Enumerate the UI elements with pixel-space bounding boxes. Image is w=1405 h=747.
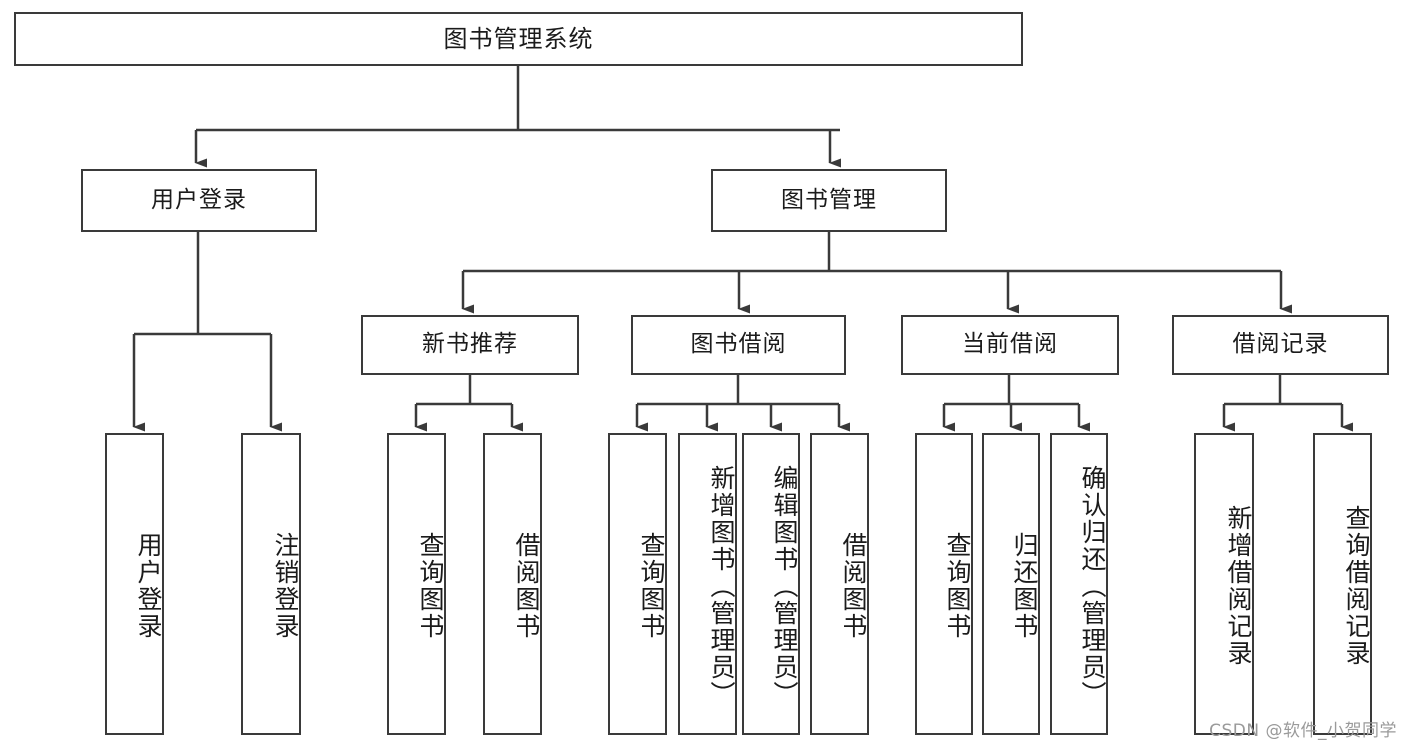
node-user-login[interactable]: 用户登录 xyxy=(81,169,317,232)
node-root[interactable]: 图书管理系统 xyxy=(14,12,1023,66)
node-borrow-record[interactable]: 借阅记录 xyxy=(1172,315,1389,375)
leaf-label: 查询图书 xyxy=(416,532,445,640)
node-book-management[interactable]: 图书管理 xyxy=(711,169,947,232)
leaf-label: 借阅图书 xyxy=(512,532,541,640)
leaf-query-book-borrow[interactable]: 查询图书 xyxy=(608,433,667,735)
leaf-label: 查询图书 xyxy=(943,532,972,640)
leaf-logout[interactable]: 注销登录 xyxy=(241,433,301,735)
leaf-user-login[interactable]: 用户登录 xyxy=(105,433,164,735)
leaf-confirm-return-admin[interactable]: 确认归还（管理员） xyxy=(1050,433,1108,735)
leaf-label: 编辑图书（管理员） xyxy=(770,464,799,708)
leaf-label: 归还图书 xyxy=(1010,532,1039,640)
leaf-query-book-newbook[interactable]: 查询图书 xyxy=(387,433,446,735)
leaf-query-book-current[interactable]: 查询图书 xyxy=(915,433,973,735)
csdn-watermark: CSDN @软件_小贺同学 xyxy=(1209,721,1397,741)
node-book-borrow[interactable]: 图书借阅 xyxy=(631,315,846,375)
leaf-add-book-admin[interactable]: 新增图书（管理员） xyxy=(678,433,737,735)
node-current-borrow[interactable]: 当前借阅 xyxy=(901,315,1119,375)
leaf-add-borrow-record[interactable]: 新增借阅记录 xyxy=(1194,433,1254,735)
leaf-query-borrow-record[interactable]: 查询借阅记录 xyxy=(1313,433,1372,735)
leaf-return-book[interactable]: 归还图书 xyxy=(982,433,1040,735)
leaf-label: 注销登录 xyxy=(271,532,300,640)
leaf-label: 用户登录 xyxy=(134,532,163,640)
leaf-borrow-book[interactable]: 借阅图书 xyxy=(810,433,869,735)
leaf-label: 新增借阅记录 xyxy=(1224,505,1253,667)
leaf-label: 查询借阅记录 xyxy=(1342,505,1371,667)
leaf-label: 借阅图书 xyxy=(839,532,868,640)
leaf-label: 查询图书 xyxy=(637,532,666,640)
leaf-edit-book-admin[interactable]: 编辑图书（管理员） xyxy=(742,433,800,735)
leaf-label: 确认归还（管理员） xyxy=(1078,464,1107,708)
leaf-borrow-book-newbook[interactable]: 借阅图书 xyxy=(483,433,542,735)
node-new-book-recommend[interactable]: 新书推荐 xyxy=(361,315,579,375)
leaf-label: 新增图书（管理员） xyxy=(707,464,736,708)
